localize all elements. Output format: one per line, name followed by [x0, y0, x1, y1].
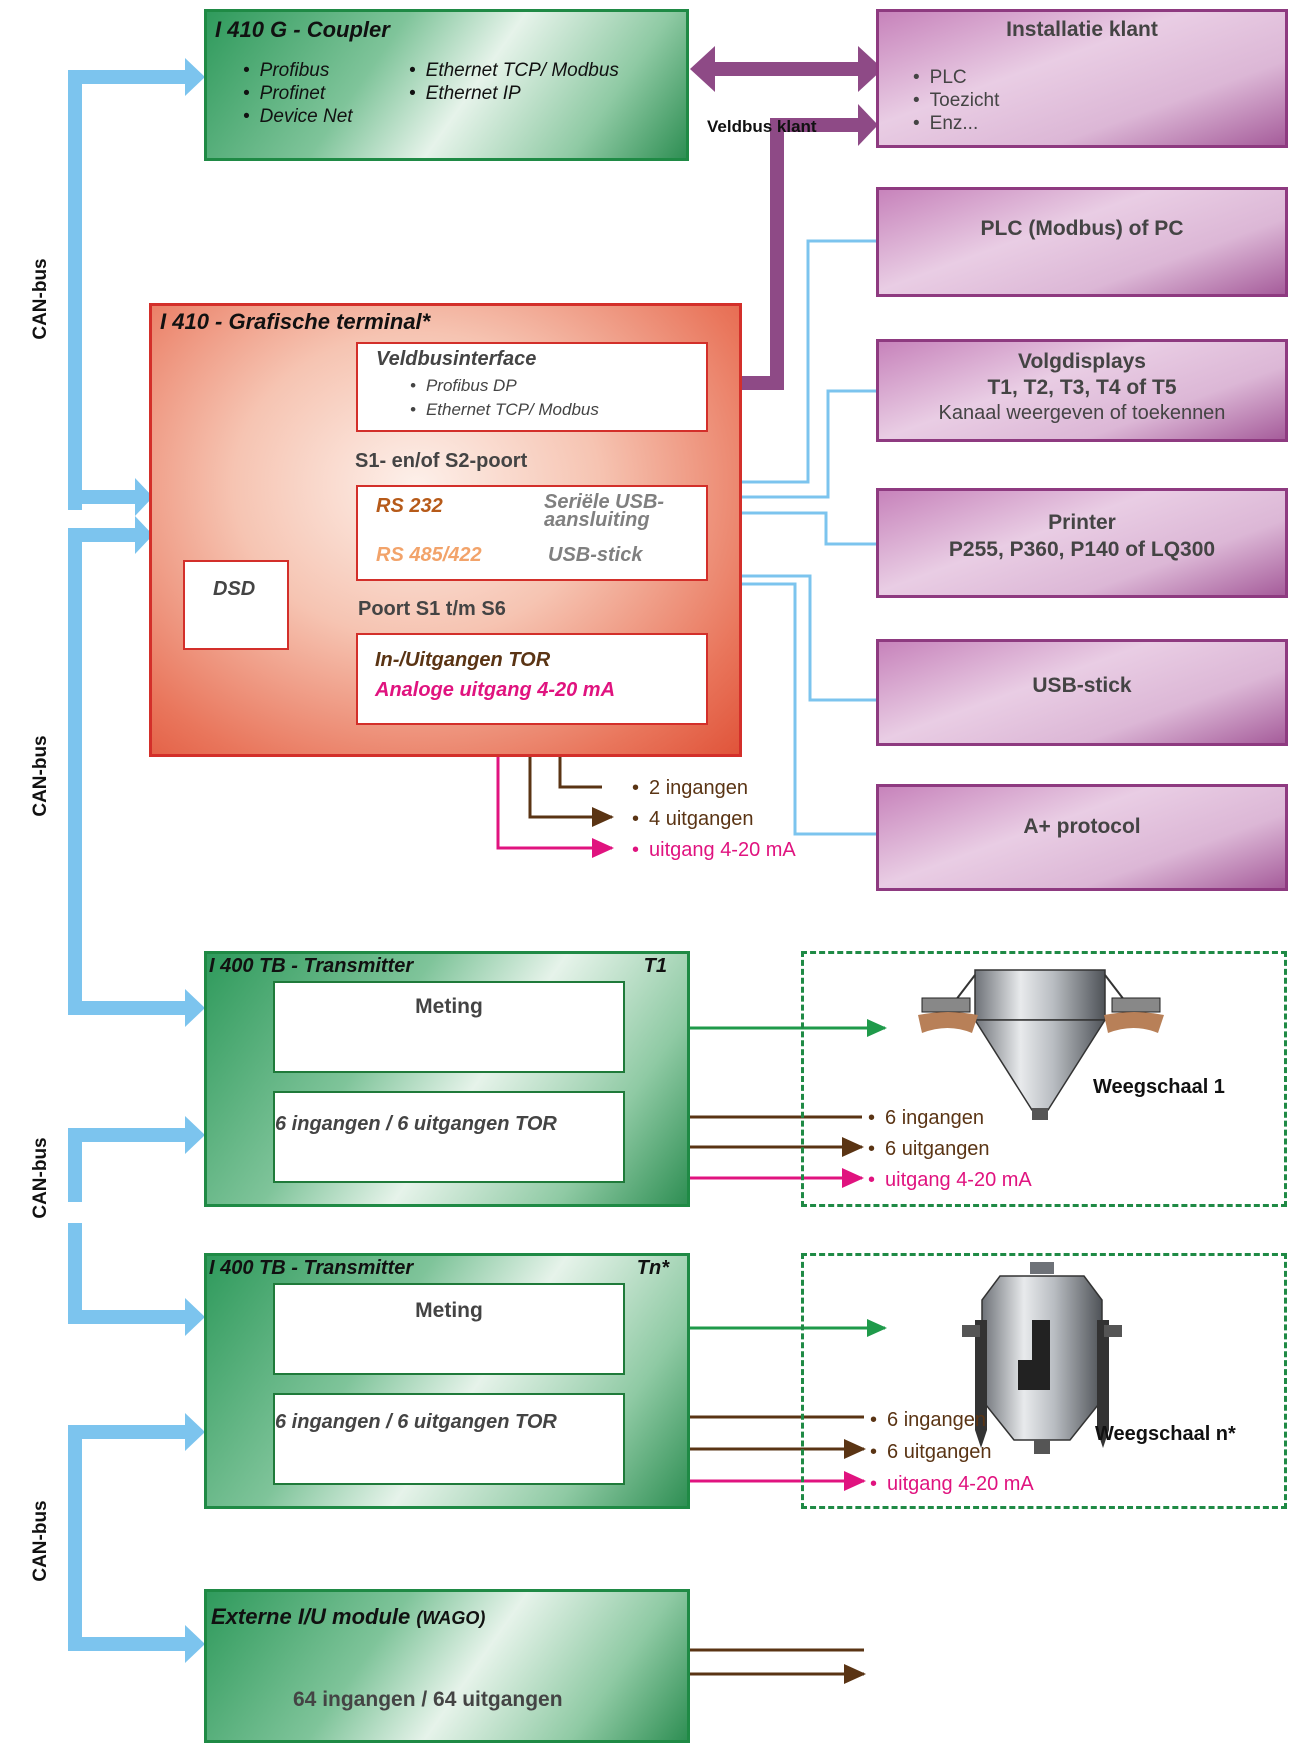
coupler-item: Ethernet TCP/ Modbus [409, 59, 619, 82]
wago-title-main: Externe I/U module [211, 1604, 411, 1629]
scale-io-item: 6 ingangen [868, 1103, 1032, 1134]
transmitter-n-title: I 400 TB - Transmitter [209, 1257, 414, 1279]
io-box: In-/Uitgangen TOR Analoge uitgang 4-20 m… [356, 633, 708, 725]
volgdisplays-models: T1, T2, T3, T4 of T5 [987, 376, 1177, 399]
wago-title-paren: (WAGO) [416, 1608, 486, 1628]
can-bus-label-4: CAN-bus [30, 1500, 51, 1582]
usb-serial-label-2: aansluiting [544, 509, 650, 531]
transmitter-1-tag: T1 [643, 955, 667, 977]
volgdisplays-desc: Kanaal weergeven of toekennen [938, 402, 1226, 424]
coupler-item: Profinet [243, 82, 353, 105]
weegschaal-1-name: Weegschaal 1 [1093, 1076, 1225, 1098]
installatie-title: Installatie klant [1006, 18, 1158, 41]
coupler-item: Profibus [243, 59, 353, 82]
scale-1-io-list: 6 ingangen 6 uitgangen uitgang 4-20 mA [868, 1103, 1032, 1196]
veldbus-klant-label: Veldbus klant [707, 117, 817, 136]
dsd-label: DSD [213, 578, 256, 600]
printer-box: Printer P255, P360, P140 of LQ300 [876, 488, 1288, 598]
meting-box: Meting [273, 981, 625, 1073]
aplus-protocol-title: A+ protocol [1023, 815, 1141, 838]
volgdisplays-title: Volgdisplays [1018, 350, 1146, 373]
coupler-list-2: Ethernet TCP/ Modbus Ethernet IP [409, 59, 619, 105]
tor-io-label: 6 ingangen / 6 uitgangen TOR [275, 1411, 557, 1433]
can-bus-label-2: CAN-bus [30, 735, 51, 817]
scale-io-item: uitgang 4-20 mA [868, 1165, 1032, 1196]
veldbusinterface-box: Veldbusinterface Profibus DP Ethernet TC… [356, 342, 708, 432]
veldbus-item: Profibus DP [410, 374, 599, 398]
transmitter-1-box: I 400 TB - Transmitter T1 Meting 6 ingan… [204, 951, 690, 1207]
io-tor-label: In-/Uitgangen TOR [375, 649, 551, 671]
tor-io-label: 6 ingangen / 6 uitgangen TOR [275, 1113, 557, 1135]
coupler-item: Ethernet IP [409, 82, 619, 105]
usb-stick-box: USB-stick [876, 639, 1288, 746]
tor-io-box: 6 ingangen / 6 uitgangen TOR [273, 1091, 625, 1183]
s-port-label: S1- en/of S2-poort [355, 450, 528, 472]
wago-module-box: Externe I/U module (WAGO) 64 ingangen / … [204, 1589, 690, 1743]
weighing-hopper-icon [918, 969, 1164, 1120]
veldbusinterface-list: Profibus DP Ethernet TCP/ Modbus [410, 374, 599, 422]
dsd-box: DSD [183, 560, 289, 650]
tor-io-box: 6 ingangen / 6 uitgangen TOR [273, 1393, 625, 1485]
terminal-io-item: 2 ingangen [632, 773, 796, 804]
wago-io-label: 64 ingangen / 64 uitgangen [293, 1688, 563, 1711]
transmitter-n-box: I 400 TB - Transmitter Tn* Meting 6 inga… [204, 1253, 690, 1509]
can-bus-label-3: CAN-bus [30, 1137, 51, 1219]
serial-lines [742, 239, 876, 836]
usb-stick-title: USB-stick [1032, 674, 1132, 697]
can-bus-lines [68, 58, 205, 1663]
volgdisplays-box: Volgdisplays T1, T2, T3, T4 of T5 Kanaal… [876, 339, 1288, 442]
coupler-list-1: Profibus Profinet Device Net [243, 59, 353, 128]
installatie-item: PLC [913, 66, 999, 89]
scale-io-item: 6 uitgangen [868, 1134, 1032, 1165]
serial-port-box: RS 232 Seriële USB- aansluiting RS 485/4… [356, 485, 708, 581]
terminal-io-item: uitgang 4-20 mA [632, 835, 796, 866]
weegschaal-n-area [801, 1253, 1287, 1509]
rs485-label: RS 485/422 [376, 544, 482, 566]
terminal-io-list: 2 ingangen 4 uitgangen uitgang 4-20 mA [632, 773, 796, 866]
io-analog-label: Analoge uitgang 4-20 mA [375, 679, 616, 701]
coupler-item: Device Net [243, 105, 353, 128]
plc-box: PLC (Modbus) of PC [876, 187, 1288, 297]
terminal-io-item: 4 uitgangen [632, 804, 796, 835]
scale-io-item: uitgang 4-20 mA [870, 1468, 1034, 1500]
fieldbus-lines [690, 46, 883, 406]
installatie-item: Toezicht [913, 89, 1000, 112]
printer-title: Printer [1048, 511, 1116, 534]
scale-n-io-list: 6 ingangen 6 uitgangen uitgang 4-20 mA [870, 1404, 1034, 1500]
weegschaal-n-name: Weegschaal n* [1095, 1423, 1236, 1445]
installatie-klant-box: Installatie klant PLC Toezicht Enz... [876, 9, 1288, 148]
weegschaal-1-area [801, 951, 1287, 1207]
usb-stick-label: USB-stick [548, 544, 643, 566]
rs232-label: RS 232 [376, 495, 443, 517]
scale-io-item: 6 ingangen [870, 1404, 1034, 1436]
aplus-protocol-box: A+ protocol [876, 784, 1288, 891]
meting-label: Meting [415, 995, 483, 1018]
meting-label: Meting [415, 1299, 483, 1322]
scale-io-item: 6 uitgangen [870, 1436, 1034, 1468]
meting-box: Meting [273, 1283, 625, 1375]
coupler-title: I 410 G - Coupler [215, 17, 390, 42]
transmitter-1-title: I 400 TB - Transmitter [209, 955, 414, 977]
poort-label: Poort S1 t/m S6 [358, 598, 506, 620]
can-bus-label-1: CAN-bus [30, 258, 51, 340]
veldbusinterface-title: Veldbusinterface [376, 348, 537, 370]
installatie-list: PLC Toezicht Enz... [913, 66, 1000, 135]
wago-title: Externe I/U module (WAGO) [211, 1604, 485, 1630]
installatie-item: Enz... [913, 112, 999, 135]
usb-serial-label-1: Seriële USB- [544, 491, 665, 513]
printer-models: P255, P360, P140 of LQ300 [948, 538, 1216, 561]
grafische-terminal-box: I 410 - Grafische terminal* Veldbusinter… [149, 303, 742, 757]
plc-title: PLC (Modbus) of PC [980, 217, 1184, 240]
veldbus-item: Ethernet TCP/ Modbus [410, 398, 599, 422]
transmitter-n-tag: Tn* [636, 1257, 669, 1279]
coupler-box: I 410 G - Coupler Profibus Profinet Devi… [204, 9, 689, 161]
terminal-title: I 410 - Grafische terminal* [160, 309, 431, 334]
